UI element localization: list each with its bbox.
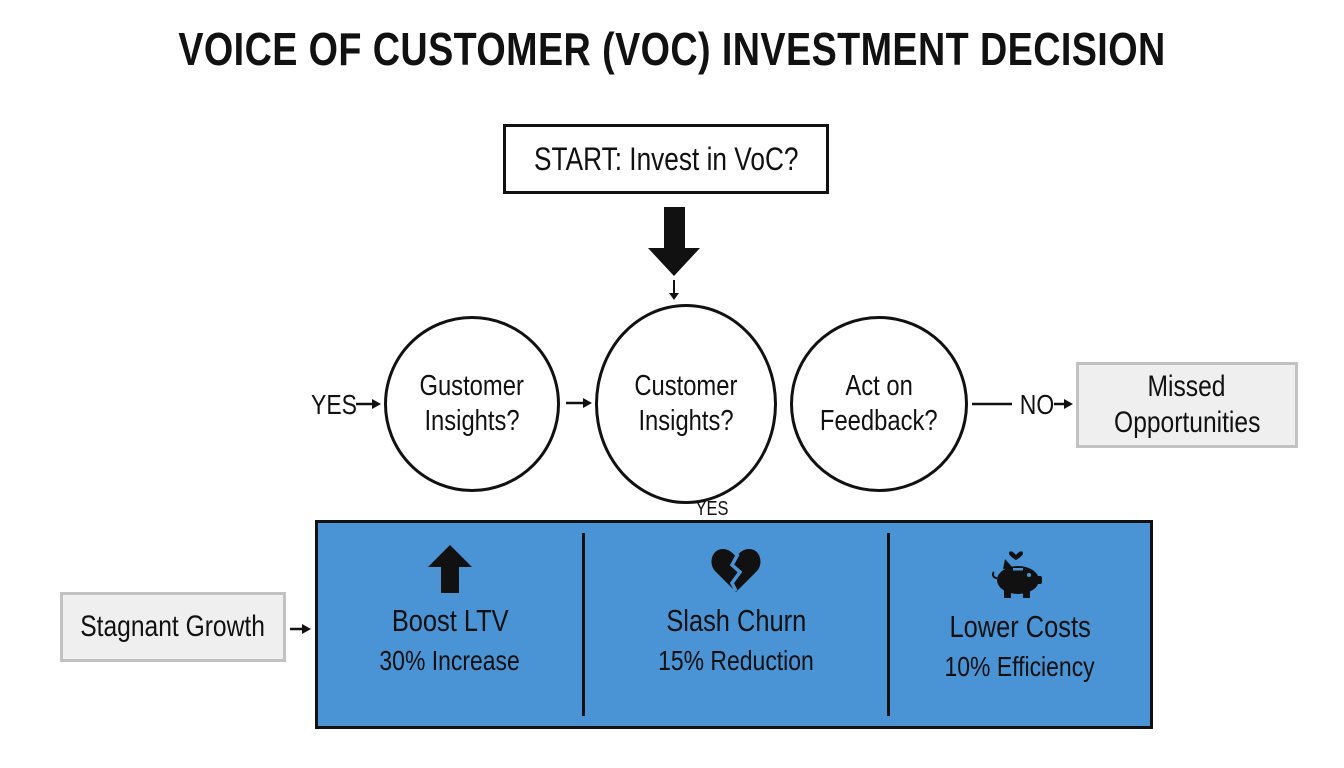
- yes-bottom-label: YES: [695, 498, 729, 520]
- big-down-arrow: [648, 207, 700, 276]
- broken-heart-icon: [711, 549, 761, 592]
- decision-node-1: Gustomer Insights?: [384, 316, 560, 492]
- no-label: NO: [1019, 389, 1055, 420]
- panel-divider: [887, 533, 890, 716]
- stagnant-growth-box: Stagnant Growth: [60, 592, 286, 662]
- outcome-title: Lower Costs: [949, 609, 1091, 644]
- outcome-title: Slash Churn: [666, 603, 806, 638]
- outcome-boost-ltv: Boost LTV 30% Increase: [318, 523, 582, 726]
- outcome-slash-churn: Slash Churn 15% Reduction: [585, 523, 887, 726]
- missed-opportunities-box: Missed Opportunities: [1076, 362, 1298, 448]
- outcomes-panel: Boost LTV 30% Increase Slash Churn 15% R…: [315, 520, 1153, 729]
- outcome-title: Boost LTV: [391, 603, 509, 638]
- start-box: START: Invest in VoC?: [503, 124, 829, 194]
- outcome-value: 10% Efficiency: [944, 651, 1096, 682]
- panel-divider: [582, 533, 585, 716]
- outcome-lower-costs: Lower Costs 10% Efficiency: [890, 523, 1150, 726]
- outcome-value: 15% Reduction: [658, 645, 814, 676]
- outcome-value: 30% Increase: [379, 645, 521, 676]
- decision-node-2: Customer Insights?: [595, 304, 777, 504]
- decision-node-3: Act on Feedback?: [790, 316, 968, 492]
- up-arrow-icon: [428, 545, 472, 593]
- piggy-bank-icon: [992, 551, 1042, 598]
- diagram-title: VOICE OF CUSTOMER (VOC) INVESTMENT DECIS…: [178, 23, 1166, 75]
- yes-label: YES: [311, 389, 357, 420]
